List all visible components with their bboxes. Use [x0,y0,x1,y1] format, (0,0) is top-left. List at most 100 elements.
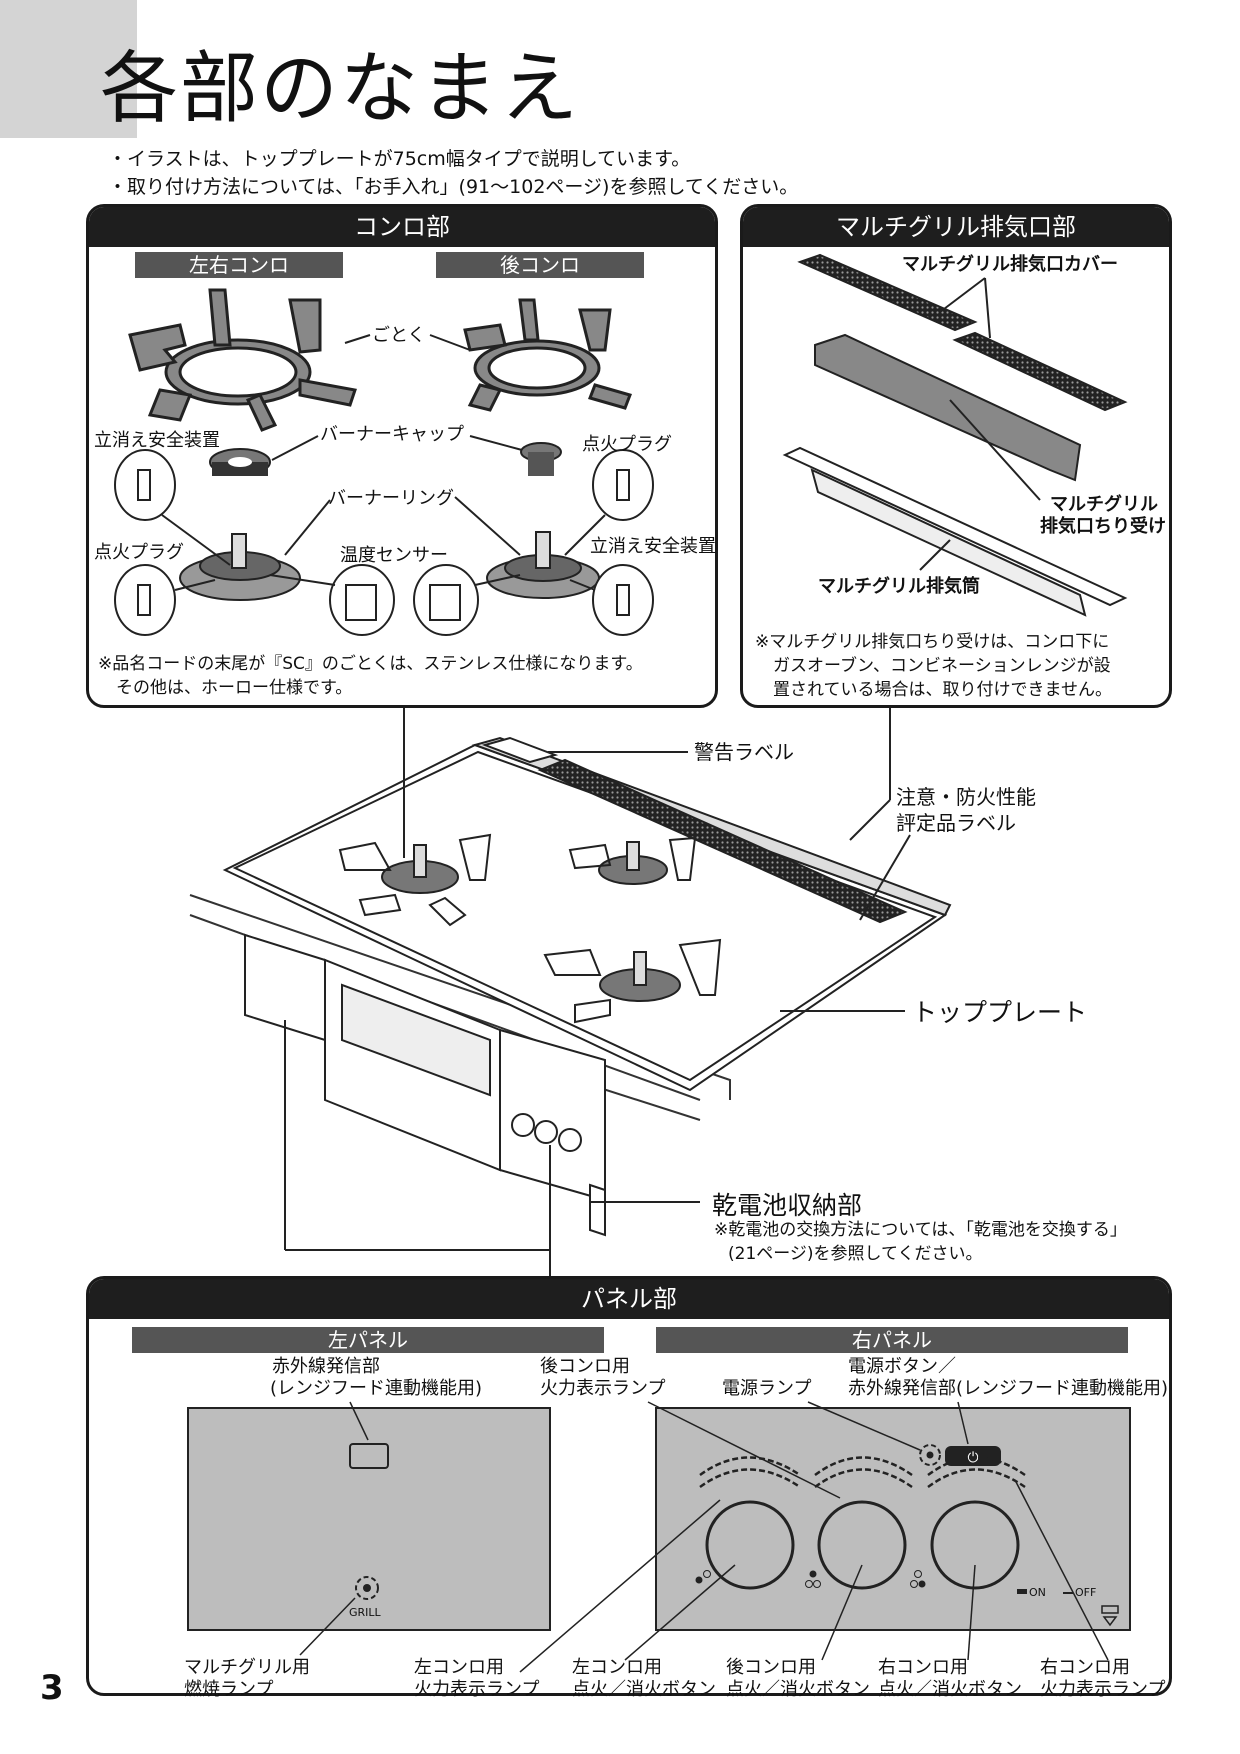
burner-right-icon [543,938,722,1024]
ir-label-line: (レンジフード連動機能用) [270,1378,483,1399]
power-button-label-line: 電源ボタン／ [848,1356,956,1377]
warning-label-text: 警告ラベル [694,740,794,764]
battery-note-line: ※乾電池の交換方法については、「乾電池を交換する」 [714,1220,1127,1240]
caution-label-line: 注意・防火性能 [896,785,1036,809]
dust-tray-label-line: マルチグリル [1050,494,1158,515]
burner-cap-left-icon [209,448,271,476]
exhaust-duct-label: マルチグリル排気筒 [818,576,980,597]
gotoku-large-icon [128,288,357,432]
konro-heading: コンロ部 [89,207,715,247]
bottom-label-line: 火力表示ランプ [414,1679,540,1700]
knob-dot-symbols [695,1570,926,1588]
tenka-plug-left-label: 点火プラグ [94,542,184,563]
konro-note-line: ※品名コードの末尾が『SC』のごとくは、ステンレス仕様になります。 [98,654,643,674]
power-button-icon [945,1446,1001,1466]
bottom-label-rear-button: 後コンロ用 点火／消火ボタン [726,1657,870,1701]
tachikie-left-label: 立消え安全装置 [94,430,220,451]
burner-ring-right-icon [486,531,600,599]
temp-sensor-label: 温度センサー [340,545,448,566]
dust-tray-label-line: 排気口ちり受け [1040,516,1166,537]
rear-konro-label: 後コンロ [436,252,644,278]
tenka-plug-right-label: 点火プラグ [582,434,672,455]
grill-text: GRILL [349,1606,381,1619]
front-cabinet [244,933,606,1237]
bottom-label-line: 点火／消火ボタン [726,1679,870,1700]
tachikie-left-magnifier [114,449,231,566]
rear-flame-label-line: 後コンロ用 [540,1356,630,1377]
note-line: ・イラストは、トッププレートが75cm幅タイプで説明しています。 [108,148,691,170]
exhaust-note-line: ※マルチグリル排気口ちり受けは、コンロ下に [755,632,1110,652]
bottom-label-line: 後コンロ用 [726,1657,816,1678]
front-knobs [511,1113,582,1152]
burner-ring-label: バーナーリング [328,488,454,509]
bottom-label-line: 右コンロ用 [878,1657,968,1678]
tachikie-right-magnifier [569,564,654,636]
gotoku-label: ごとく [372,325,426,346]
caution-label-text: 注意・防火性能 評定品ラベル [896,784,1036,836]
page-number: 3 [40,1668,64,1708]
burner-cap-right-icon [520,442,562,476]
ir-label: 赤外線発信部 (レンジフード連動機能用) [270,1356,482,1400]
exhaust-note-line: 置されている場合は、取り付けできません。 [773,680,1112,700]
battery-note: ※乾電池の交換方法については、「乾電池を交換する」 (21ページ)を参照してくだ… [714,1218,1127,1266]
page-title: 各部のなまえ [100,44,581,134]
right-panel-label: 右パネル [656,1327,1128,1353]
plug-left-magnifier [114,564,216,636]
power-button-label: 電源ボタン／ 赤外線発信部(レンジフード連動機能用) [848,1356,1168,1400]
bottom-label-line: 左コンロ用 [572,1657,662,1678]
rear-flame-lamp-arc [814,1456,913,1489]
bottom-label-grill-lamp: マルチグリル用 燃焼ランプ [184,1657,310,1701]
gotoku-small-icon [463,298,632,412]
left-flame-lamp-arc [699,1456,801,1489]
top-plate-label: トッププレート [912,998,1088,1027]
bottom-label-line: 火力表示ランプ [1040,1679,1166,1700]
caution-label-line: 評定品ラベル [896,811,1016,835]
konro-note-line: その他は、ホーロー仕様です。 [116,678,353,698]
burner-ring-left-icon [179,533,301,601]
bottom-label-line: 左コンロ用 [414,1657,504,1678]
note-line: ・取り付け方法については、「お手入れ」(91〜102ページ)を参照してください。 [108,176,799,198]
left-knob-icon [705,1500,795,1590]
battery-label: 乾電池収納部 [712,1191,863,1220]
corner-tab [0,0,137,138]
ir-window-icon [349,1443,389,1469]
rear-flame-label: 後コンロ用 火力表示ランプ [540,1356,665,1400]
bottom-label-line: 点火／消火ボタン [878,1679,1022,1700]
sensor-magnifier [269,564,395,636]
konro-note: ※品名コードの末尾が『SC』のごとくは、ステンレス仕様になります。 その他は、ホ… [98,652,643,700]
intro-notes: ・イラストは、トッププレートが75cm幅タイプで説明しています。 ・取り付け方法… [108,145,798,201]
dust-tray-label: マルチグリル 排気口ちり受け [1040,494,1166,538]
off-text: OFF [1075,1586,1097,1599]
bottom-label-left-flame: 左コンロ用 火力表示ランプ [414,1657,539,1701]
dust-tray-icon [814,333,1082,482]
left-right-konro-label: 左右コンロ [135,252,343,278]
grill-vent-strip [537,758,908,924]
burner-rear-icon [568,836,697,885]
tachikie-right-label: 立消え安全装置 [590,536,716,557]
burner-cap-label: バーナーキャップ [320,424,464,445]
bottom-label-right-button: 右コンロ用 点火／消火ボタン [878,1657,1022,1701]
rear-knob-icon [817,1500,907,1590]
bottom-label-left-button: 左コンロ用 点火／消火ボタン [572,1657,716,1701]
plug-right-magnifier [564,449,654,556]
sensor-right-magnifier [413,564,521,636]
exhaust-cover-icons [797,253,1128,412]
battery-arrow-icon [1101,1605,1119,1627]
battery-note-line: (21ページ)を参照してください。 [728,1244,983,1264]
power-lamp-label: 電源ランプ [722,1378,812,1399]
bottom-label-line: 右コンロ用 [1040,1657,1130,1678]
exhaust-note-line: ガスオーブン、コンビネーションレンジが設 [773,656,1111,676]
on-text: ON [1029,1586,1046,1599]
grill-exhaust-heading: マルチグリル排気口部 [743,207,1169,247]
left-panel-label: 左パネル [132,1327,604,1353]
ir-label-line: 赤外線発信部 [272,1356,380,1377]
grill-exhaust-box: マルチグリル排気口部 [740,204,1172,708]
bottom-label-line: 点火／消火ボタン [572,1679,716,1700]
panel-heading: パネル部 [89,1279,1169,1319]
exhaust-cover-label: マルチグリル排気口カバー [902,254,1118,275]
warning-label-plate [481,736,559,764]
bottom-label-right-flame: 右コンロ用 火力表示ランプ [1040,1657,1165,1701]
power-button-label-line: 赤外線発信部(レンジフード連動機能用) [848,1378,1169,1399]
right-knob-icon [930,1500,1020,1590]
